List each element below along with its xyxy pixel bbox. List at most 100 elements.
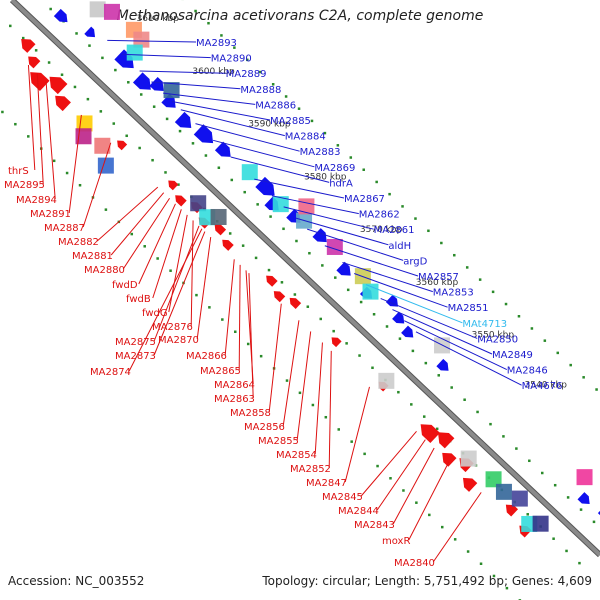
reverse-gene-label: MA2844 [338,506,379,517]
reverse-label-leader [110,192,165,256]
tick-dot [195,293,198,297]
tick-dot [101,56,104,60]
tick-dot [401,205,404,208]
scale-label: 3600 kbp [192,67,235,77]
tick-dot [258,70,262,74]
reverse-gene-arrow [55,95,71,112]
tick-dot [178,129,182,133]
accession-text: Accession: NC_003552 [8,574,145,588]
forward-gene-label: MA2884 [285,132,326,143]
tick-dot [323,131,327,135]
tick-dot [371,366,374,370]
reverse-gene-arrow [49,76,68,95]
tick-dot [230,178,234,182]
forward-gene-arrow-shape [214,141,231,157]
forward-gene-arrow-shape [132,72,151,90]
reverse-gene-arrow-shape [462,477,478,492]
reverse-gene-arrow [30,72,50,91]
tick-dot [284,95,288,98]
tick-dot [21,36,25,40]
map-title: Methanosarcina acetivorans C2A, complete… [116,8,484,24]
feature-box [495,483,512,500]
reverse-gene-label: fwdB [126,294,151,305]
reverse-gene-label: MA2891 [30,209,71,220]
reverse-gene-label: MA2843 [354,520,395,531]
tick-dot [112,122,116,125]
forward-label-leader [180,109,285,137]
tick-dot [297,107,301,110]
tick-dot [375,180,378,184]
tick-dot [332,329,335,333]
reverse-gene-label: MA2854 [276,450,317,461]
reverse-label-leader [376,439,426,511]
forward-gene-label: MA2857 [418,272,459,283]
reverse-gene-label: moxR [382,536,410,547]
reverse-gene-label: MA2856 [244,422,285,433]
forward-gene-label: MA2851 [448,303,489,314]
reverse-gene-arrow-shape [168,180,179,191]
reverse-gene-label: MA2865 [200,366,241,377]
forward-label-leader [212,139,315,168]
tick-dot [234,330,237,334]
reverse-label-leader [392,447,435,525]
tick-dot [324,415,328,419]
feature-box [460,450,477,467]
reverse-gene-arrow [21,38,36,53]
forward-gene-arrow [193,124,214,144]
tick-dot [164,171,167,174]
forward-gene-label: aldH [388,241,411,252]
forward-gene-label: MA2889 [226,69,267,80]
reverse-gene-label: MA2882 [58,237,99,248]
forward-gene-label: MA2888 [240,85,281,96]
reverse-gene-arrow [462,477,478,492]
tick-dot [143,245,146,248]
forward-gene-label: MA2893 [196,38,237,49]
tick-dot [466,550,470,553]
reverse-gene-arrow-shape [505,504,519,517]
tick-dot [345,342,348,345]
reverse-gene-label: MA2866 [186,351,227,362]
tick-dot [194,9,197,13]
feature-box [133,31,150,48]
reverse-label-leader [36,73,44,185]
forward-label-leader [380,298,478,339]
tick-dot [221,318,224,321]
tick-dot [65,171,69,175]
scale-label: 3580 kbp [304,172,347,182]
reverse-gene-label: MA2894 [16,195,57,206]
reverse-gene-label: MA2852 [290,464,331,475]
tick-dot [502,435,505,438]
tick-dot [526,513,529,516]
tick-dot [1,110,4,114]
reverse-gene-arrow-shape [55,95,71,112]
feature-box [126,44,143,61]
reverse-gene-arrow [266,275,278,287]
tick-dot [463,398,466,401]
tick-dot [269,215,272,218]
forward-label-leader [271,195,359,215]
tick-dot [319,317,322,321]
reverse-gene-label: MA2855 [258,436,299,447]
tick-dot [592,520,596,524]
tick-dot [415,501,418,504]
reverse-label-leader [27,64,36,171]
reverse-gene-label: MA2876 [152,322,193,333]
forward-gene-arrow [336,261,351,276]
reverse-gene-label: fwdD [112,280,138,291]
tick-dot [349,156,353,159]
forward-gene-arrow-shape [174,111,192,128]
tick-dot [285,379,289,382]
reverse-gene-label: MA2870 [158,335,199,346]
reverse-gene-label: thrS [8,166,29,177]
forward-gene-label: MA2846 [507,366,548,377]
reverse-gene-arrow [222,239,234,251]
reverse-gene-arrow [331,337,342,348]
reverse-label-leader [153,231,206,356]
tick-dot [217,166,221,169]
tick-dot [130,232,134,236]
tick-dot [440,525,444,529]
reverse-gene-arrow [437,432,455,449]
forward-label-leader [295,217,389,246]
forward-gene-arrow [385,294,398,307]
forward-gene-arrow [577,492,590,505]
